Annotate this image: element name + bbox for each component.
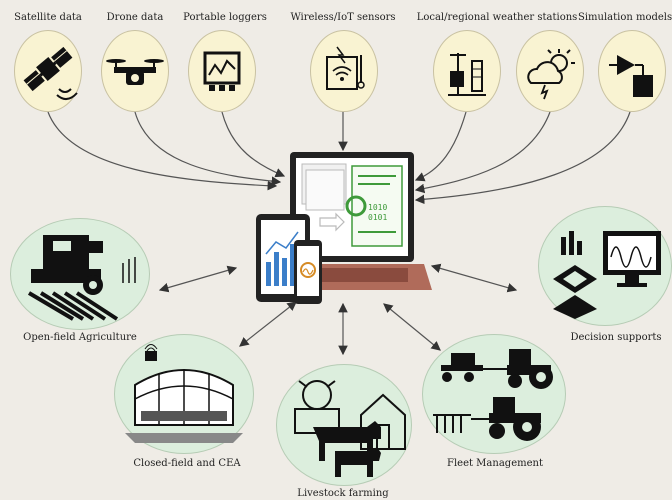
greenhouse-icon <box>125 344 243 443</box>
openfield-circle <box>10 218 150 330</box>
harvester-icon <box>27 235 136 321</box>
simulation-circle <box>598 30 666 112</box>
livestock-icon <box>294 380 406 477</box>
decision-circle <box>538 206 672 326</box>
arrow-openfield <box>158 265 238 293</box>
app-label-decision: Decision supports <box>570 332 662 343</box>
arrow-closed <box>239 301 297 347</box>
fleet-circle <box>422 334 566 454</box>
source-label-drone: Drone data <box>106 12 164 23</box>
weather-cloud-circle <box>516 30 584 112</box>
livestock-circle <box>276 364 412 486</box>
laptop-icon: 1010 0101 <box>272 152 432 290</box>
logger-circle <box>188 30 256 112</box>
satellite-circle <box>14 30 82 112</box>
arrow-weather-cloud <box>414 111 551 194</box>
phone-icon <box>294 240 322 304</box>
source-label-simulation: Simulation models <box>578 12 672 23</box>
arrow-decision <box>430 263 518 293</box>
app-label-closed-field: Closed-field and CEA <box>133 458 241 469</box>
logger-icon <box>203 51 241 91</box>
svg-text:1010: 1010 <box>368 203 387 212</box>
weather-cloud-icon <box>527 49 575 100</box>
arrow-drone <box>134 111 282 186</box>
drone-icon <box>106 59 164 85</box>
arrow-simulation <box>414 111 631 205</box>
iot-sensor-icon <box>326 46 365 90</box>
arrow-satellite <box>47 111 278 191</box>
app-label-openfield: Open-field Agriculture <box>23 332 137 343</box>
arrow-weather-station <box>414 111 467 182</box>
iot-circle <box>310 30 378 112</box>
source-label-iot: Wireless/IoT sensors <box>290 12 396 23</box>
source-label-satellite: Satellite data <box>14 12 82 23</box>
svg-text:0101: 0101 <box>368 213 387 222</box>
tractor-icon <box>433 349 553 441</box>
simulation-icon <box>609 55 653 97</box>
app-label-livestock: Livestock farming <box>297 488 389 499</box>
drone-circle <box>101 30 169 112</box>
arrow-fleet <box>383 303 441 351</box>
source-label-weather: Local/regional weather stations <box>416 12 578 23</box>
source-label-logger: Portable loggers <box>183 12 267 23</box>
weather-station-circle <box>433 30 501 112</box>
decision-support-icon <box>553 231 661 319</box>
closed-field-circle <box>114 334 254 454</box>
satellite-icon <box>23 46 78 100</box>
weather-station-icon <box>448 53 486 96</box>
app-label-fleet: Fleet Management <box>447 458 543 469</box>
arrow-logger <box>221 111 286 178</box>
